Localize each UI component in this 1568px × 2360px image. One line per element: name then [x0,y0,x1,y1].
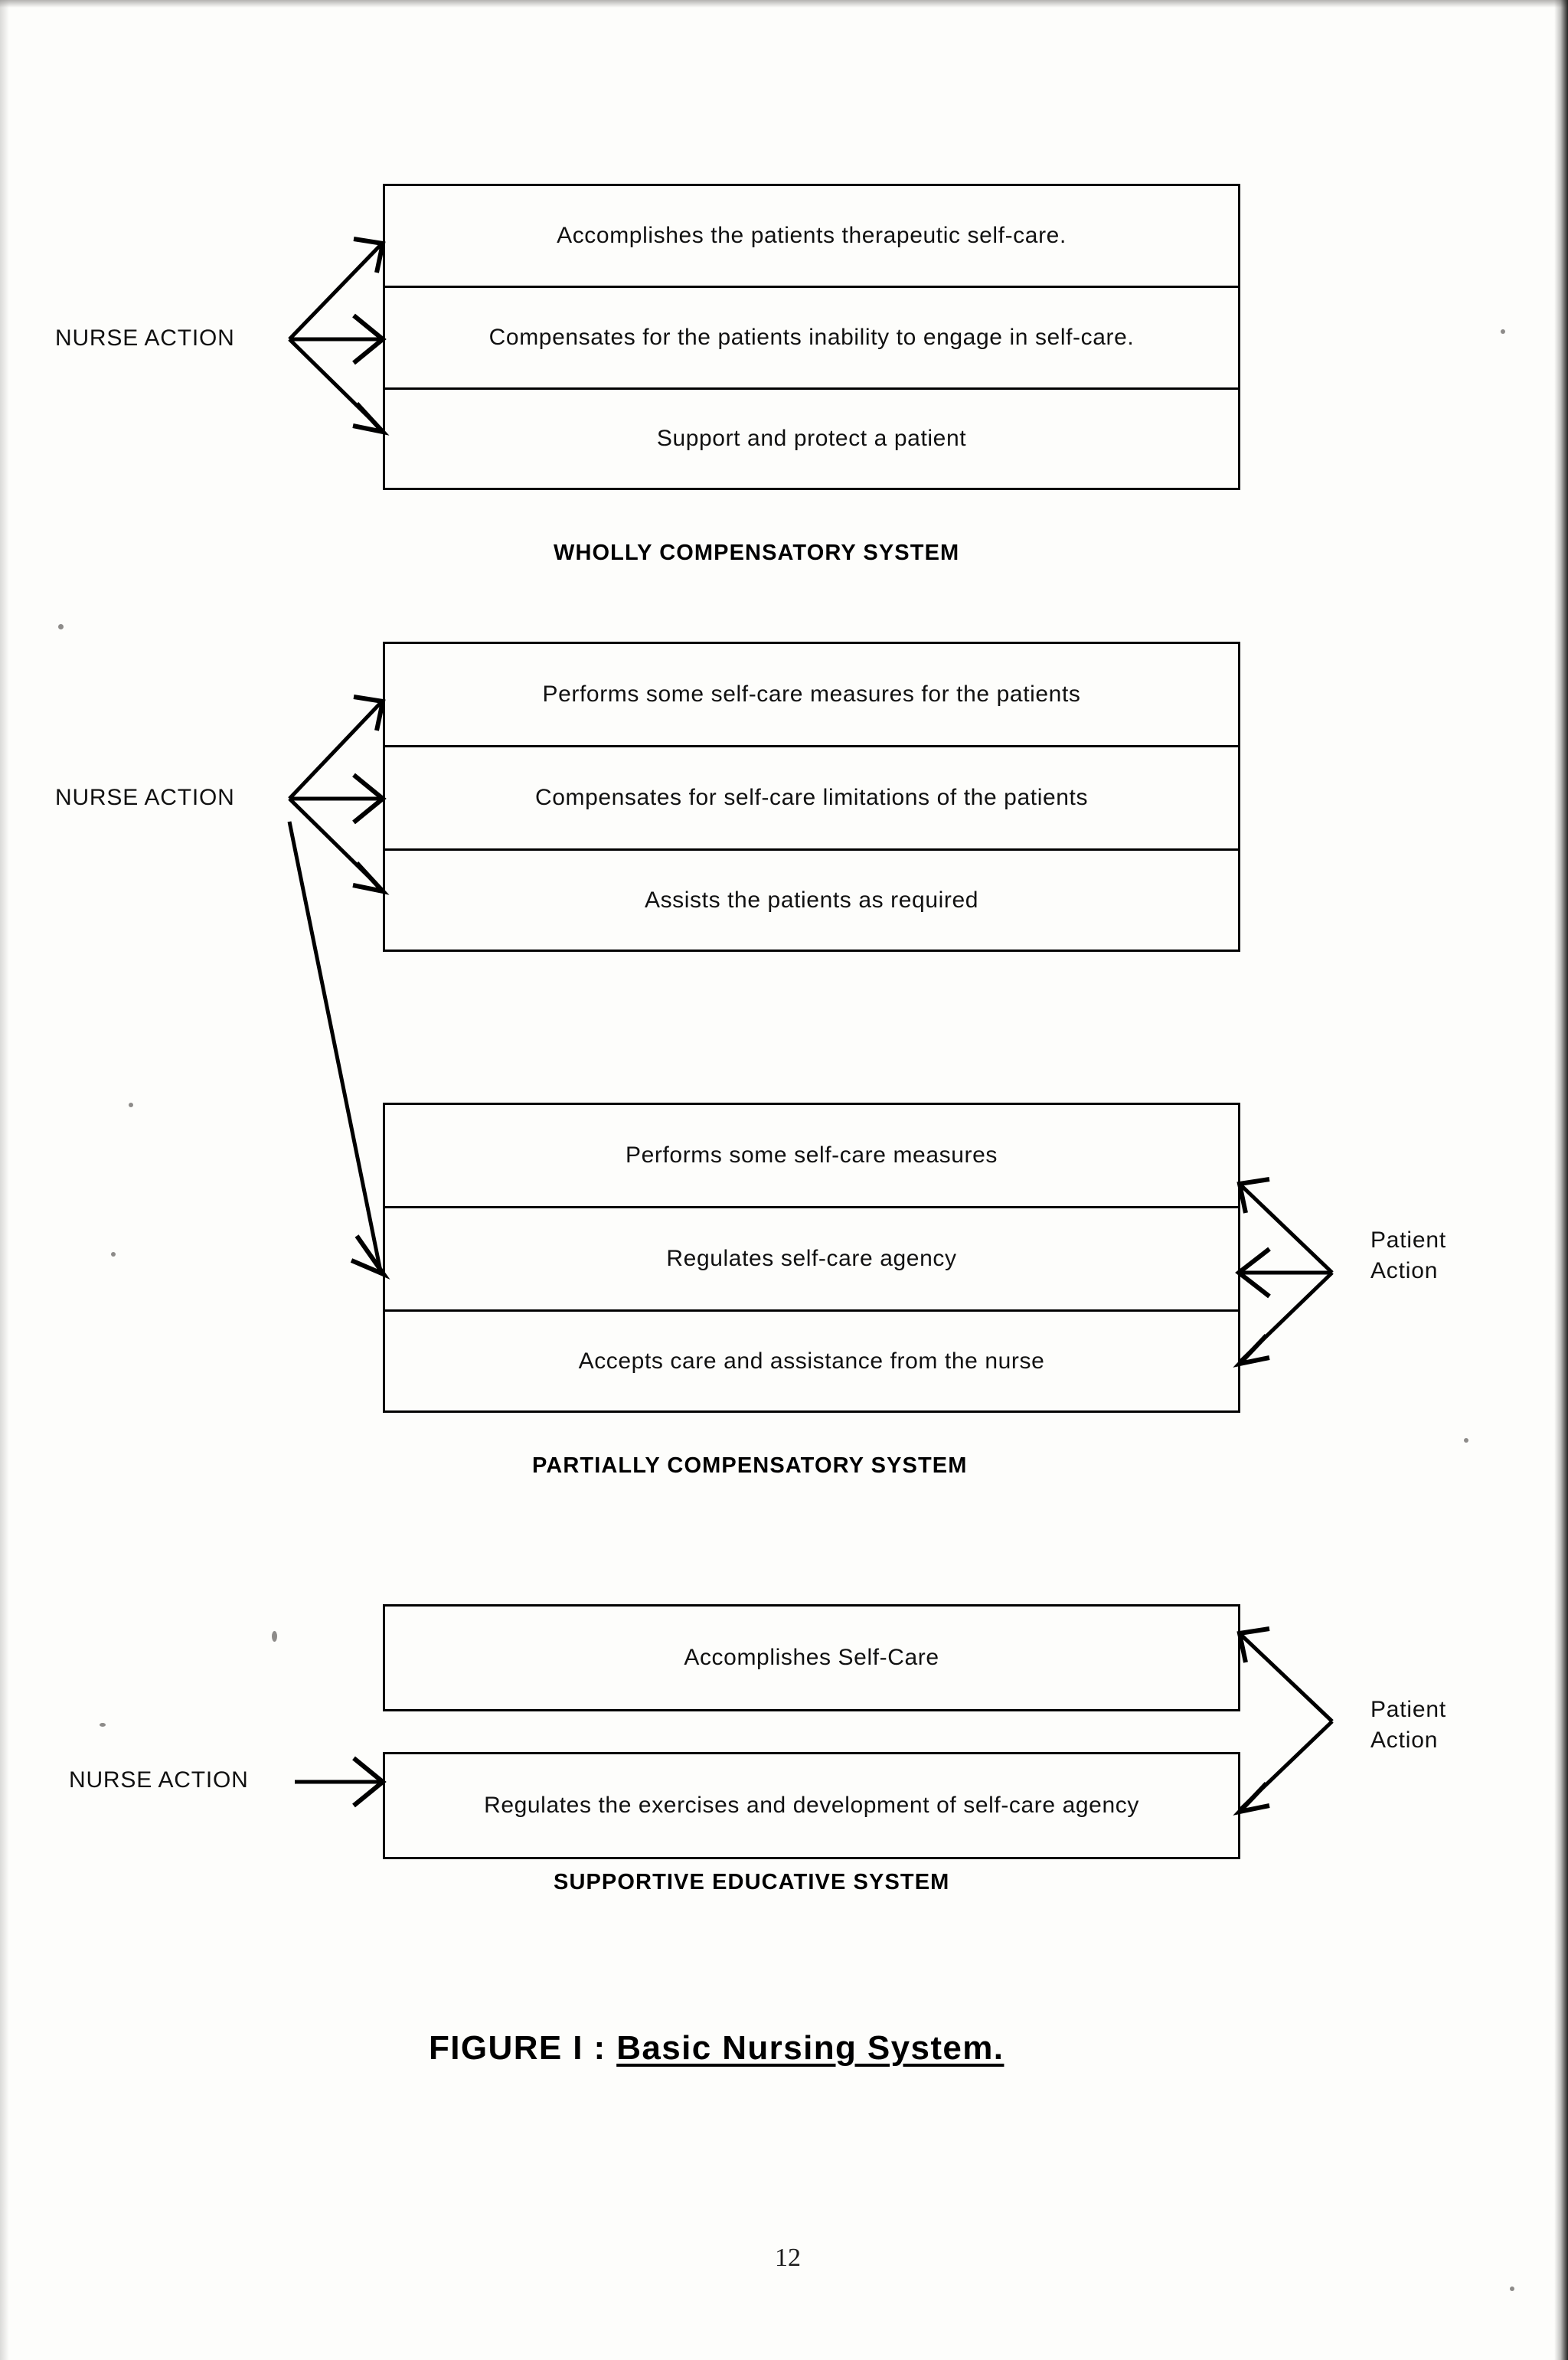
row-text: Regulates the exercises and development … [484,1793,1139,1818]
table-row: Accepts care and assistance from the nur… [385,1312,1238,1410]
caption-partially-compensatory: PARTIALLY COMPENSATORY SYSTEM [532,1453,968,1478]
partially-compensatory-patient-box: Performs some self-care measures Regulat… [383,1103,1240,1413]
scan-speck [1464,1438,1468,1443]
table-row: Performs some self-care measures [385,1105,1238,1208]
scan-speck [129,1103,133,1107]
table-row: Compensates for self-care limitations of… [385,747,1238,851]
scan-edge-left [0,0,9,2360]
caption-wholly-compensatory: WHOLLY COMPENSATORY SYSTEM [554,541,960,565]
row-text: Assists the patients as required [644,887,979,913]
scan-speck [58,624,64,629]
figure-title-underlined: Basic Nursing System. [616,2029,1004,2067]
scan-speck [1510,2286,1514,2291]
figure-title: FIGURE I : Basic Nursing System. [429,2029,1004,2067]
nurse-action-label-section-1: NURSE ACTION [55,325,235,351]
row-text: Performs some self-care measures for the… [542,682,1081,707]
partially-compensatory-nurse-box: Performs some self-care measures for the… [383,642,1240,952]
table-row: Support and protect a patient [385,390,1238,488]
table-row: Accomplishes the patients therapeutic se… [385,186,1238,288]
scan-speck [1501,329,1505,334]
table-row: Assists the patients as required [385,851,1238,950]
scan-edge-right [1554,0,1568,2360]
patient-action-line-1: Patient [1370,1697,1446,1722]
table-row: Compensates for the patients inability t… [385,288,1238,390]
scan-speck [111,1252,116,1257]
nurse-action-label-section-2: NURSE ACTION [55,785,235,810]
table-row: Regulates the exercises and development … [385,1754,1238,1857]
patient-action-line-1: Patient [1370,1227,1446,1253]
row-text: Compensates for the patients inability t… [488,325,1135,350]
scan-edge-top [0,0,1568,8]
patient-action-label-section-4: Patient Action [1370,1695,1493,1755]
supportive-educative-regulates-box: Regulates the exercises and development … [383,1752,1240,1859]
caption-supportive-educative: SUPPORTIVE EDUCATIVE SYSTEM [554,1870,950,1894]
row-text: Compensates for self-care limitations of… [534,785,1089,810]
scan-speck [272,1631,277,1642]
row-text: Accepts care and assistance from the nur… [578,1348,1045,1374]
figure-title-prefix: FIGURE I : [429,2029,617,2067]
row-text: Accomplishes Self-Care [684,1645,939,1670]
row-text: Accomplishes the patients therapeutic se… [557,223,1067,248]
scan-speck [100,1723,106,1727]
table-row: Regulates self-care agency [385,1208,1238,1312]
wholly-compensatory-box: Accomplishes the patients therapeutic se… [383,184,1240,490]
patient-action-line-2: Action [1370,1727,1439,1753]
table-row: Accomplishes Self-Care [385,1607,1238,1709]
page-number: 12 [775,2244,801,2272]
row-text: Performs some self-care measures [625,1142,998,1168]
nurse-action-label-section-4: NURSE ACTION [69,1767,249,1793]
patient-action-line-2: Action [1370,1257,1439,1283]
supportive-educative-accomplishes-box: Accomplishes Self-Care [383,1604,1240,1711]
patient-action-label-section-3: Patient Action [1370,1225,1493,1286]
row-text: Support and protect a patient [656,426,967,451]
row-text: Regulates self-care agency [666,1246,957,1271]
table-row: Performs some self-care measures for the… [385,644,1238,747]
